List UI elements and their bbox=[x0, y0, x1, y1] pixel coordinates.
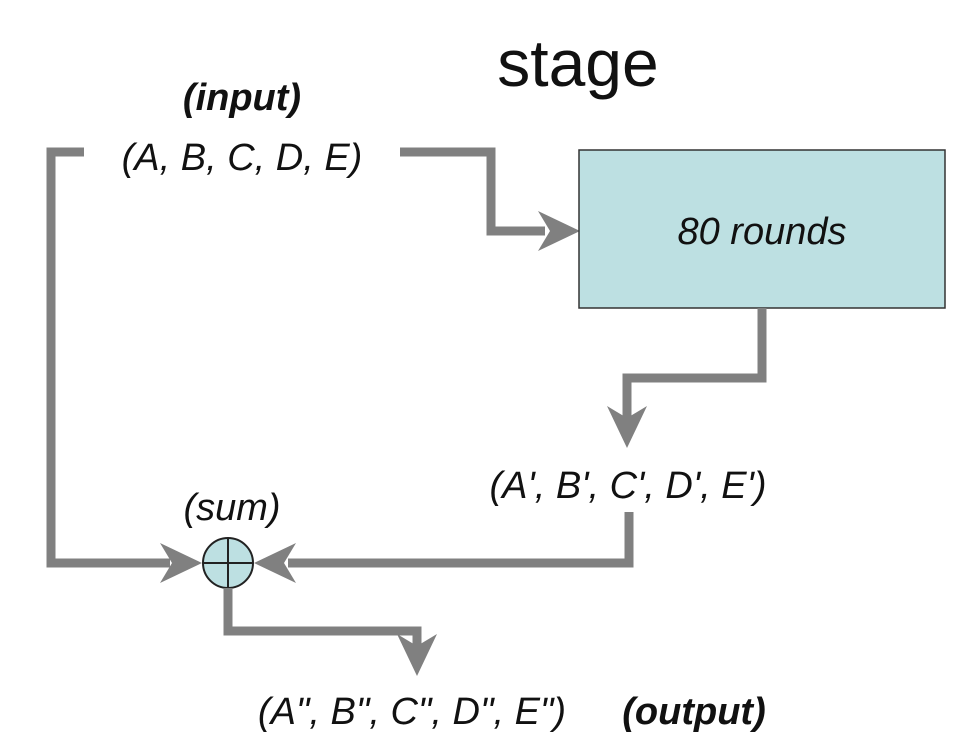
input-label: (input) bbox=[183, 77, 301, 119]
wire-intermediate-to-sum bbox=[288, 512, 634, 568]
arrowhead-into-rounds bbox=[538, 211, 580, 251]
arrowhead-into-output bbox=[397, 634, 437, 676]
arrowhead-into-intermediate bbox=[607, 406, 647, 448]
output-tuple: (A", B", C", D", E") bbox=[258, 691, 566, 733]
wire-input-to-rounds bbox=[400, 147, 545, 236]
wire-rounds-to-intermediate bbox=[622, 308, 767, 420]
sum-label: (sum) bbox=[183, 487, 280, 529]
rounds-box bbox=[578, 149, 946, 309]
wire-input-to-sum bbox=[46, 147, 170, 568]
input-tuple: (A, B, C, D, E) bbox=[122, 137, 363, 179]
sum-node bbox=[202, 537, 254, 589]
output-label: (output) bbox=[622, 691, 765, 733]
diagram-title: stage bbox=[497, 26, 658, 100]
arrowhead-sum-left bbox=[160, 543, 202, 583]
arrowhead-sum-right bbox=[254, 543, 296, 583]
rounds-box-label: 80 rounds bbox=[677, 211, 846, 253]
intermediate-tuple: (A', B', C', D', E') bbox=[490, 465, 767, 507]
wire-sum-to-output bbox=[223, 588, 422, 648]
